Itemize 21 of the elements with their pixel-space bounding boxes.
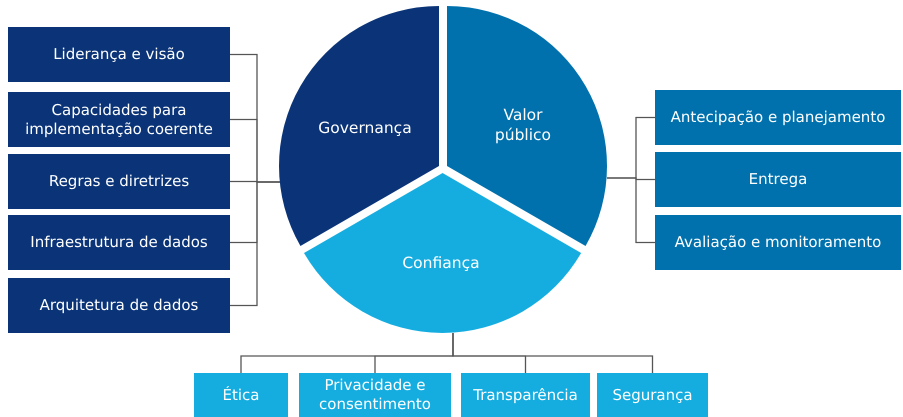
category-box: Arquitetura de dados <box>8 278 230 333</box>
connector-line <box>452 333 654 373</box>
pie-segment <box>304 173 582 333</box>
pie-segment <box>447 6 608 246</box>
category-box: Transparência <box>461 373 590 417</box>
segment-label: Governança <box>317 118 413 138</box>
category-box: Avaliação e monitoramento <box>655 215 901 270</box>
segment-label: Confiança <box>401 253 481 273</box>
category-box: Ética <box>194 373 288 417</box>
segment-label: Valor público <box>494 105 552 145</box>
pie-segment <box>278 6 439 246</box>
category-box: Infraestrutura de dados <box>8 215 230 270</box>
connector-line <box>230 181 280 306</box>
category-box: Regras e diretrizes <box>8 154 230 209</box>
category-box: Segurança <box>597 373 708 417</box>
category-box: Entrega <box>655 152 901 207</box>
category-box: Privacidade e consentimento <box>299 373 451 417</box>
category-box: Antecipação e planejamento <box>655 90 901 145</box>
category-box: Capacidades para implementação coerente <box>8 92 230 147</box>
connector-line <box>607 177 655 244</box>
category-box: Liderança e visão <box>8 27 230 82</box>
